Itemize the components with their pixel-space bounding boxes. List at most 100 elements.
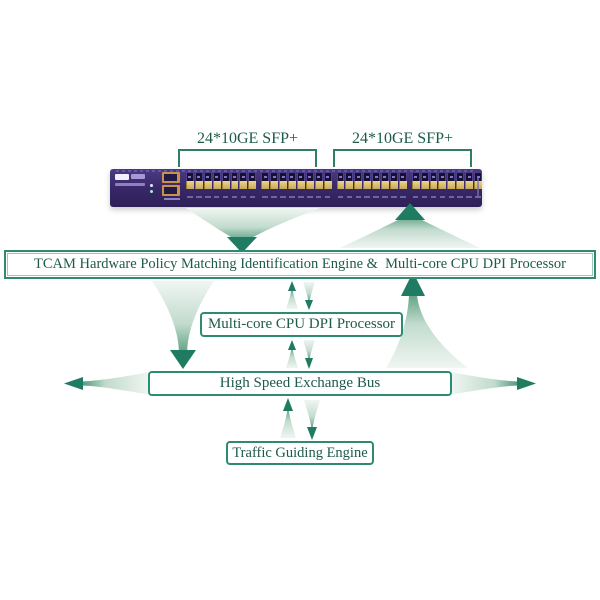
left-port-group-label: 24*10GE SFP+ bbox=[196, 130, 299, 147]
sfp-port-column bbox=[239, 172, 248, 204]
tcam-to-multicore-down-arrow-icon bbox=[303, 282, 315, 310]
mgmt-port-label bbox=[164, 198, 180, 200]
sfp-module-gold bbox=[429, 181, 438, 189]
sfp-port-column bbox=[186, 172, 194, 204]
sfp-port-group bbox=[186, 172, 257, 204]
sfp-port-group bbox=[336, 172, 407, 204]
sfp-cage-top bbox=[411, 172, 420, 181]
sfp-module-gold bbox=[287, 181, 296, 189]
sfp-cage-top bbox=[354, 172, 363, 181]
sfp-port-column bbox=[456, 172, 465, 204]
sfp-cage-top bbox=[323, 172, 332, 181]
port-number-label bbox=[448, 196, 455, 198]
sfp-module-gold bbox=[203, 181, 212, 189]
sfp-cage-top bbox=[465, 172, 474, 181]
sfp-cage-top bbox=[381, 172, 389, 181]
sfp-port-column bbox=[230, 172, 239, 204]
chassis-right-marking bbox=[477, 177, 479, 197]
port-number-label bbox=[346, 196, 353, 198]
right-port-group-label: 24*10GE SFP+ bbox=[351, 130, 454, 147]
multicore-cpu-box: Multi-core CPU DPI Processor bbox=[200, 312, 403, 337]
sfp-port-column bbox=[389, 172, 398, 204]
port-number-label bbox=[187, 196, 193, 198]
port-number-label bbox=[457, 196, 463, 198]
port-number-label bbox=[391, 196, 397, 198]
multicore-to-tcam-up-arrow-icon bbox=[286, 281, 298, 309]
sfp-module-gold bbox=[411, 181, 420, 189]
sfp-cage-top bbox=[429, 172, 438, 181]
port-number-label bbox=[382, 196, 388, 198]
sfp-port-column bbox=[314, 172, 323, 204]
sfp-port-column bbox=[287, 172, 296, 204]
sfp-port-column bbox=[363, 172, 372, 204]
sfp-cage-top bbox=[345, 172, 354, 181]
sfp-module-gold bbox=[438, 181, 447, 189]
sfp-cage-top bbox=[389, 172, 398, 181]
sfp-cage-top bbox=[296, 172, 305, 181]
port-number-label bbox=[466, 196, 472, 198]
port-number-label bbox=[222, 196, 229, 198]
sfp-module-gold bbox=[381, 181, 389, 189]
sfp-port-column bbox=[203, 172, 212, 204]
sfp-module-gold bbox=[212, 181, 221, 189]
tcam-engine-box: TCAM Hardware Policy Matching Identifica… bbox=[4, 250, 596, 279]
sfp-module-gold bbox=[279, 181, 287, 189]
sfp-module-gold bbox=[389, 181, 398, 189]
sfp-port-column bbox=[447, 172, 456, 204]
sfp-port-column bbox=[212, 172, 221, 204]
sfp-module-gold bbox=[305, 181, 314, 189]
sfp-cage-top bbox=[447, 172, 456, 181]
network-switch-device bbox=[110, 169, 482, 207]
port-number-label bbox=[280, 196, 286, 198]
port-number-label bbox=[421, 196, 428, 198]
sfp-port-column bbox=[381, 172, 389, 204]
sfp-cage-top bbox=[261, 172, 270, 181]
port-number-label bbox=[240, 196, 247, 198]
port-number-label bbox=[412, 196, 419, 198]
sfp-port-column bbox=[323, 172, 332, 204]
sfp-port-column bbox=[372, 172, 381, 204]
port-number-label bbox=[271, 196, 277, 198]
sfp-cage-top bbox=[305, 172, 314, 181]
sfp-cage-top bbox=[372, 172, 381, 181]
tcam-to-switch-funnel-arrow-icon bbox=[340, 203, 480, 248]
sfp-port-column bbox=[398, 172, 407, 204]
sfp-cage-top bbox=[221, 172, 230, 181]
sfp-module-gold bbox=[447, 181, 456, 189]
sfp-module-gold bbox=[345, 181, 354, 189]
sfp-module-gold bbox=[336, 181, 345, 189]
status-led bbox=[150, 184, 153, 187]
sfp-module-gold bbox=[363, 181, 372, 189]
sfp-port-column bbox=[465, 172, 474, 204]
port-number-label bbox=[249, 196, 256, 198]
vendor-logo-text bbox=[131, 174, 145, 179]
left-bracket bbox=[178, 149, 317, 167]
sfp-port-column bbox=[270, 172, 279, 204]
port-number-label bbox=[289, 196, 295, 198]
vendor-logo bbox=[115, 174, 129, 180]
bus-right-output-arrow-icon bbox=[450, 372, 536, 395]
sfp-cage-top bbox=[363, 172, 372, 181]
sfp-cage-top bbox=[438, 172, 447, 181]
sfp-port-column bbox=[261, 172, 270, 204]
port-number-label bbox=[231, 196, 238, 198]
sfp-module-gold bbox=[323, 181, 332, 189]
sfp-cage-top bbox=[287, 172, 296, 181]
sfp-cage-top bbox=[186, 172, 194, 181]
sfp-module-gold bbox=[230, 181, 239, 189]
sfp-port-group bbox=[261, 172, 332, 204]
port-number-label bbox=[355, 196, 362, 198]
port-number-label bbox=[430, 196, 437, 198]
sfp-module-gold bbox=[372, 181, 381, 189]
port-number-label bbox=[262, 196, 268, 198]
sfp-cage-top bbox=[279, 172, 287, 181]
sfp-port-column bbox=[438, 172, 447, 204]
mgmt-rj45-port bbox=[162, 172, 180, 183]
sfp-cage-top bbox=[230, 172, 239, 181]
sfp-port-area bbox=[186, 172, 482, 204]
bus-to-multicore-up-arrow-icon bbox=[286, 340, 298, 368]
sfp-port-column bbox=[420, 172, 429, 204]
sfp-cage-top bbox=[398, 172, 407, 181]
